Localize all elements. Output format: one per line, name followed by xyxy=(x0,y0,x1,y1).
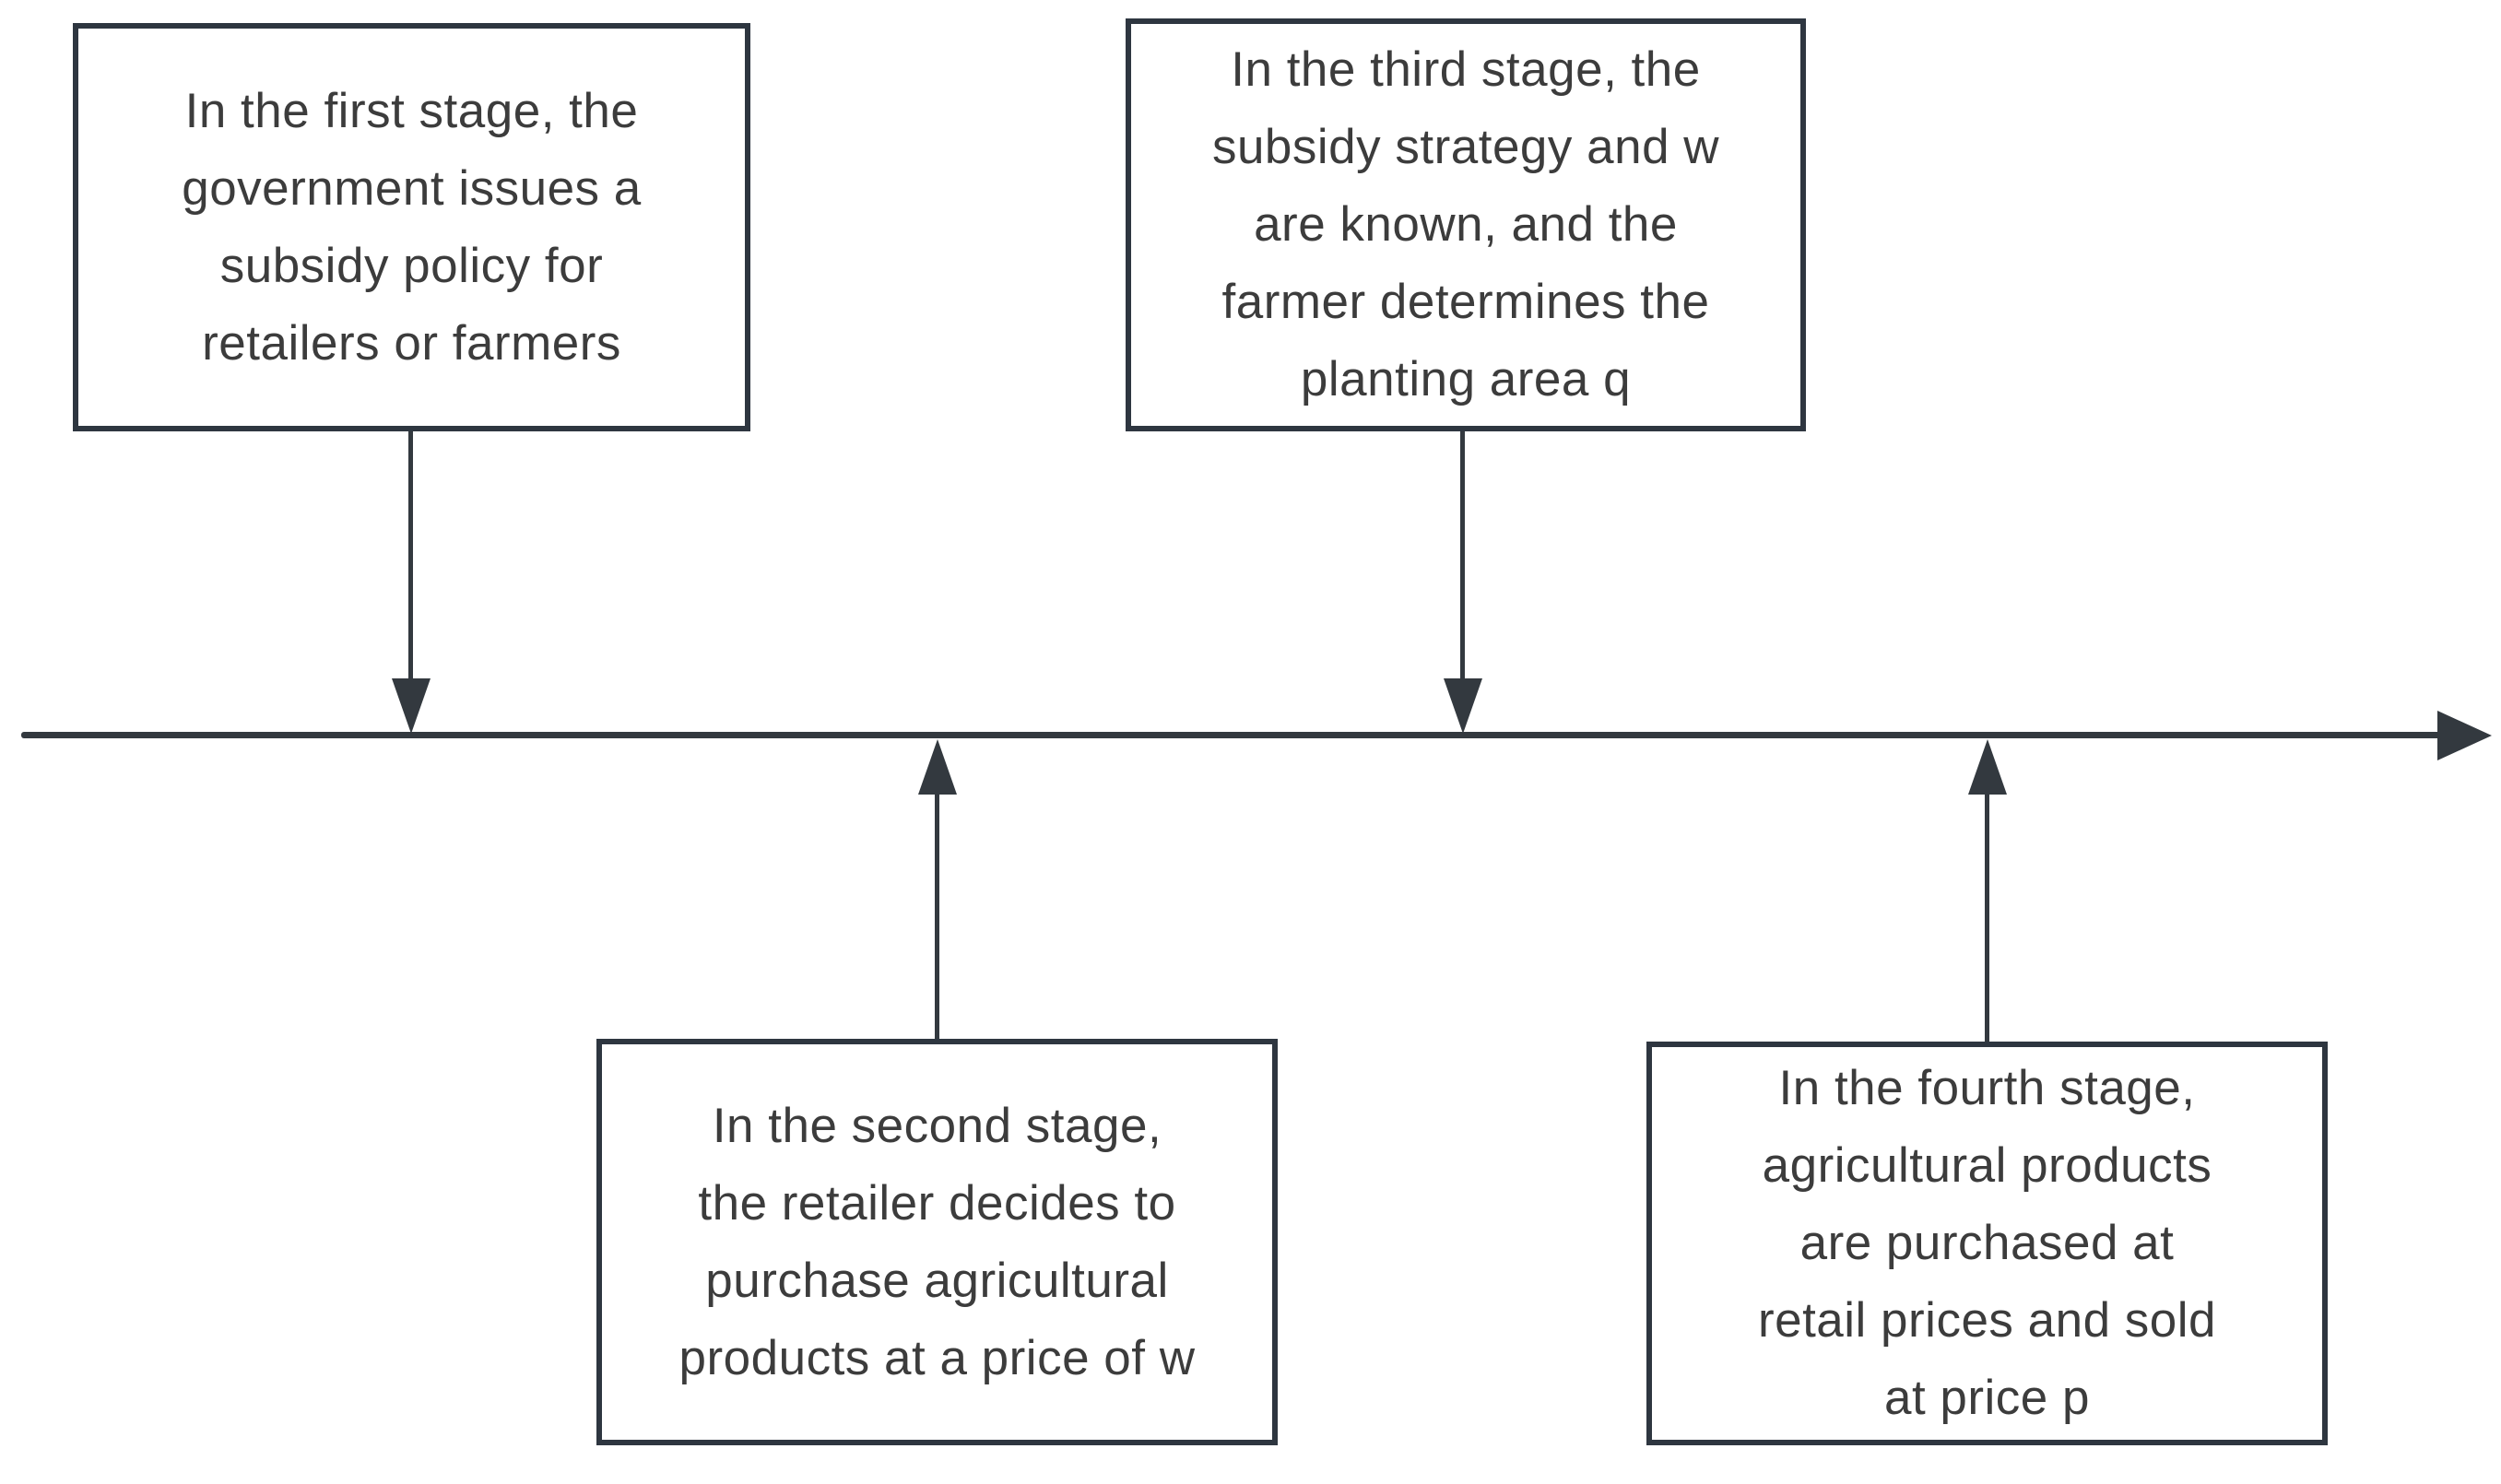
stage-3-text: In the third stage, the subsidy strategy… xyxy=(1211,42,1720,406)
stage-1-arrow-down-icon xyxy=(392,678,431,734)
stage-3-connector-line xyxy=(1460,431,1465,678)
stage-2-connector-line xyxy=(935,793,939,1039)
timeline-axis-line xyxy=(21,732,2441,738)
stage-4-box: In the fourth stage, agricultural produc… xyxy=(1646,1042,2328,1445)
stage-3-box: In the third stage, the subsidy strategy… xyxy=(1126,18,1806,431)
stage-4-arrow-up-icon xyxy=(1968,739,2007,795)
stage-2-box: In the second stage, the retailer decide… xyxy=(596,1039,1278,1445)
stage-4-text: In the fourth stage, agricultural produc… xyxy=(1757,1061,2217,1425)
stage-1-box: In the first stage, the government issue… xyxy=(73,23,750,431)
stage-4-connector-line xyxy=(1985,793,1989,1042)
stage-1-connector-line xyxy=(408,431,413,678)
stage-3-arrow-down-icon xyxy=(1444,678,1482,734)
stage-2-arrow-up-icon xyxy=(918,739,957,795)
stage-1-text: In the first stage, the government issue… xyxy=(182,83,642,371)
timeline-axis-arrowhead-icon xyxy=(2437,711,2492,760)
stage-2-text: In the second stage, the retailer decide… xyxy=(678,1098,1196,1385)
